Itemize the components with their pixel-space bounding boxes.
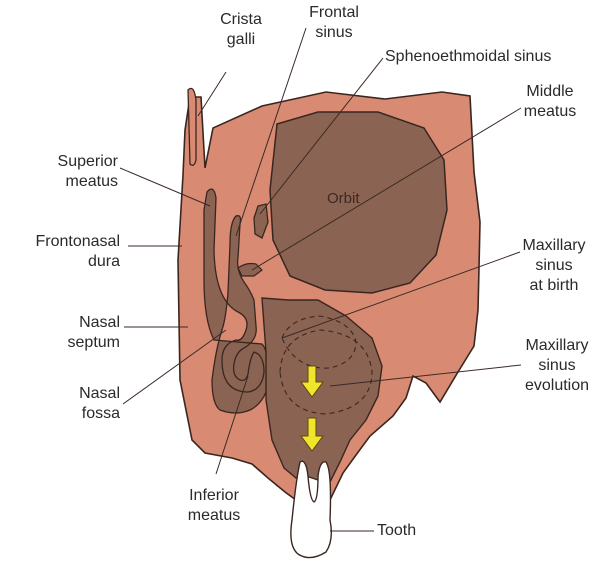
- label-nasal-fossa: Nasal fossa: [48, 384, 120, 424]
- leader-crista-galli: [198, 72, 226, 116]
- label-middle-meatus-line1: Middle: [514, 82, 586, 102]
- label-maxillary-sinus-at-birth: Maxillary sinus at birth: [514, 236, 594, 296]
- label-maxillary-sinus-evolution: Maxillary sinus evolution: [514, 336, 600, 396]
- label-frontal-sinus: Frontal sinus: [300, 3, 368, 43]
- label-nasal-fossa-line1: Nasal: [48, 384, 120, 404]
- label-crista-galli-line1: Crista: [211, 10, 271, 30]
- label-maxillary-birth-line1: Maxillary: [514, 236, 594, 256]
- label-orbit: Orbit: [327, 189, 360, 209]
- label-maxillary-evolution-line3: evolution: [514, 376, 600, 396]
- label-inferior-meatus-line1: Inferior: [174, 486, 254, 506]
- label-orbit-text: Orbit: [327, 189, 360, 209]
- label-sphenoethmoidal-text: Sphenoethmoidal sinus: [385, 47, 551, 67]
- label-middle-meatus-line2: meatus: [514, 102, 586, 122]
- label-superior-meatus-line2: meatus: [30, 172, 118, 192]
- label-nasal-fossa-line2: fossa: [48, 404, 120, 424]
- label-crista-galli: Crista galli: [211, 10, 271, 50]
- label-inferior-meatus-line2: meatus: [174, 506, 254, 526]
- label-nasal-septum: Nasal septum: [48, 313, 120, 353]
- label-frontal-sinus-line1: Frontal: [300, 3, 368, 23]
- label-frontonasal-dura: Frontonasal dura: [6, 232, 120, 272]
- label-superior-meatus: Superior meatus: [30, 152, 118, 192]
- label-crista-galli-line2: galli: [211, 30, 271, 50]
- label-maxillary-birth-line3: at birth: [514, 276, 594, 296]
- label-frontonasal-dura-line1: Frontonasal: [6, 232, 120, 252]
- label-tooth-text: Tooth: [377, 521, 416, 541]
- label-frontonasal-dura-line2: dura: [6, 252, 120, 272]
- label-maxillary-birth-line2: sinus: [514, 256, 594, 276]
- label-maxillary-evolution-line1: Maxillary: [514, 336, 600, 356]
- label-maxillary-evolution-line2: sinus: [514, 356, 600, 376]
- label-nasal-septum-line1: Nasal: [48, 313, 120, 333]
- label-sphenoethmoidal-sinus: Sphenoethmoidal sinus: [385, 47, 551, 67]
- label-superior-meatus-line1: Superior: [30, 152, 118, 172]
- label-tooth: Tooth: [377, 521, 416, 541]
- label-middle-meatus: Middle meatus: [514, 82, 586, 122]
- crista-galli-shape: [188, 88, 196, 165]
- label-frontal-sinus-line2: sinus: [300, 23, 368, 43]
- label-inferior-meatus: Inferior meatus: [174, 486, 254, 526]
- label-nasal-septum-line2: septum: [48, 333, 120, 353]
